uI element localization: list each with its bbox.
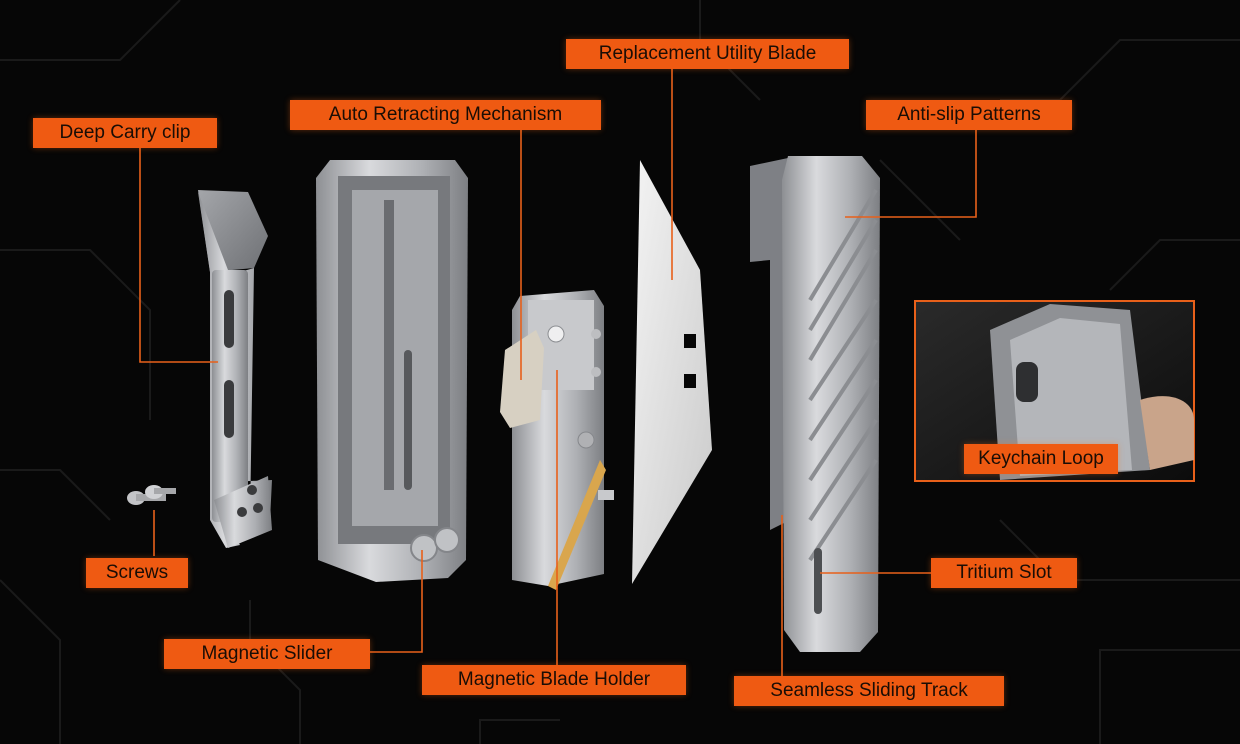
magnetic-blade-holder — [500, 290, 614, 590]
label-deep-carry-clip: Deep Carry clip — [33, 118, 217, 148]
label-replacement-utility-blade: Replacement Utility Blade — [566, 39, 849, 69]
replacement-utility-blade — [632, 160, 712, 584]
label-keychain-loop: Keychain Loop — [964, 444, 1118, 474]
label-anti-slip-patterns: Anti-slip Patterns — [866, 100, 1072, 130]
label-magnetic-blade-holder: Magnetic Blade Holder — [422, 665, 686, 695]
leader-lines — [139, 67, 977, 677]
label-magnetic-slider: Magnetic Slider — [164, 639, 370, 669]
screws — [127, 485, 176, 505]
housing-frame — [316, 160, 468, 582]
label-seamless-sliding-track: Seamless Sliding Track — [734, 676, 1004, 706]
label-tritium-slot: Tritium Slot — [931, 558, 1077, 588]
deep-carry-clip — [198, 190, 272, 548]
label-screws: Screws — [86, 558, 188, 588]
label-auto-retracting-mechanism: Auto Retracting Mechanism — [290, 100, 601, 130]
outer-cover — [750, 156, 880, 652]
